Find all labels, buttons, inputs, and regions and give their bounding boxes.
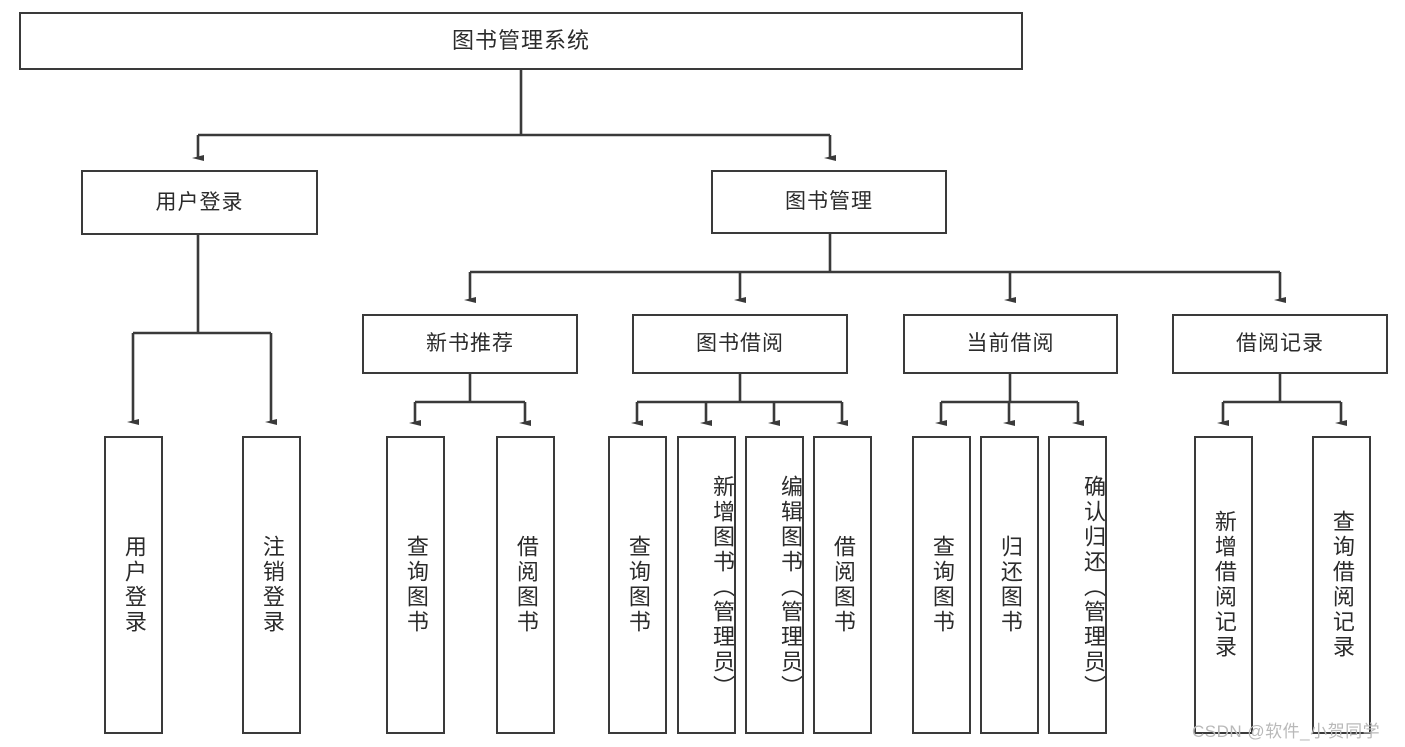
node-label: 用户登录 [155,190,244,214]
leaf-borrow-add-book-admin[interactable]: 新增图书（管理员） [677,436,736,734]
leaf-borrow-query-book[interactable]: 查询图书 [608,436,667,734]
node-root-system[interactable]: 图书管理系统 [19,12,1023,70]
node-current-borrow[interactable]: 当前借阅 [903,314,1118,374]
leaf-recommend-borrow-book[interactable]: 借阅图书 [496,436,555,734]
leaf-borrow-edit-book-admin[interactable]: 编辑图书（管理员） [745,436,804,734]
csdn-watermark: CSDN @软件_小贺同学 [1192,722,1381,741]
node-label: 查询图书 [403,535,429,635]
node-label: 注销登录 [259,535,285,635]
leaf-current-confirm-return-admin[interactable]: 确认归还（管理员） [1048,436,1107,734]
leaf-recommend-query-book[interactable]: 查询图书 [386,436,445,734]
leaf-user-login-logout[interactable]: 注销登录 [242,436,301,734]
node-book-borrow[interactable]: 图书借阅 [632,314,848,374]
node-label: 新增借阅记录 [1211,510,1237,660]
leaf-current-query-book[interactable]: 查询图书 [912,436,971,734]
node-label: 图书借阅 [696,332,784,356]
node-label: 归还图书 [997,535,1023,635]
node-label: 新书推荐 [426,332,514,356]
node-borrow-record[interactable]: 借阅记录 [1172,314,1388,374]
node-label: 查询图书 [625,535,651,635]
node-new-book-recommend[interactable]: 新书推荐 [362,314,578,374]
node-label: 借阅图书 [830,535,856,635]
node-label: 图书管理 [785,190,873,214]
node-label: 查询借阅记录 [1329,510,1355,660]
leaf-record-query-record[interactable]: 查询借阅记录 [1312,436,1371,734]
leaf-record-add-record[interactable]: 新增借阅记录 [1194,436,1253,734]
node-label: 当前借阅 [966,332,1055,356]
node-label: 图书管理系统 [451,27,590,53]
node-label: 确认归还（管理员） [1081,474,1106,700]
node-label: 借阅图书 [513,535,539,635]
node-user-login[interactable]: 用户登录 [81,170,318,235]
node-label: 编辑图书（管理员） [778,474,803,700]
node-label: 用户登录 [121,535,147,635]
node-label: 借阅记录 [1236,332,1324,356]
node-label: 查询图书 [929,535,955,635]
leaf-user-login-login[interactable]: 用户登录 [104,436,163,734]
leaf-borrow-borrow-book[interactable]: 借阅图书 [813,436,872,734]
node-label: 新增图书（管理员） [710,474,735,700]
node-book-management[interactable]: 图书管理 [711,170,947,234]
leaf-current-return-book[interactable]: 归还图书 [980,436,1039,734]
